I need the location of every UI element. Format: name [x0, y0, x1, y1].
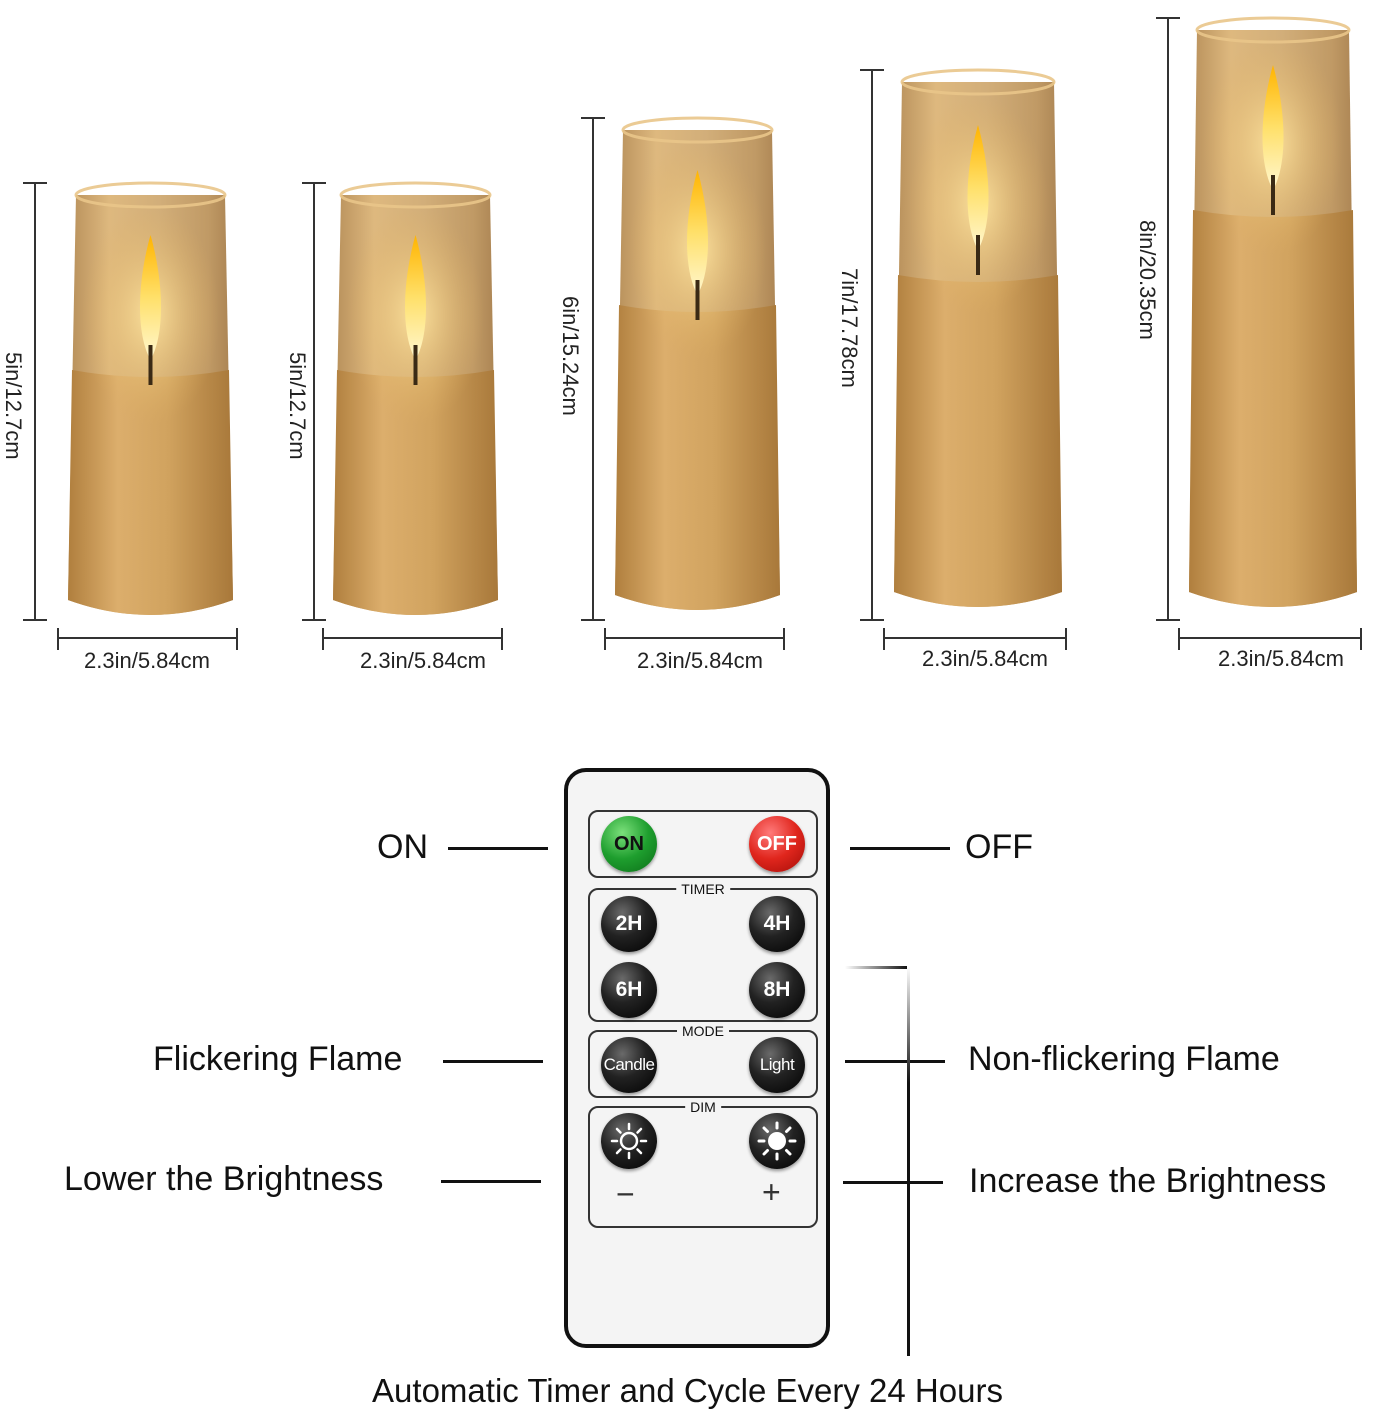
dim-up-button[interactable]: [749, 1113, 805, 1169]
candle-3-flame-icon: [687, 170, 708, 295]
candles-illustration: [23, 16, 1362, 650]
callout-on: ON: [377, 828, 428, 866]
candle-2-height-label: 5in/12.7cm: [285, 352, 310, 460]
candle-1-flame-icon: [140, 235, 161, 360]
callout-increase-line: [843, 1181, 943, 1184]
callout-on-line: [448, 847, 548, 850]
candle-mode-button[interactable]: Candle: [601, 1037, 657, 1093]
off-button[interactable]: OFF: [749, 816, 805, 872]
timer-2h-button[interactable]: 2H: [601, 896, 657, 952]
candle-2-flame-icon: [405, 235, 426, 360]
dim-title: DIM: [685, 1099, 721, 1115]
callout-non-flicker-line: [845, 1060, 945, 1063]
candle-5-height-label: 8in/20.35cm: [1135, 220, 1160, 340]
callout-off: OFF: [965, 828, 1033, 866]
candle-5-flame-icon: [1262, 65, 1284, 190]
mode-group: MODE Candle Light: [588, 1023, 818, 1098]
dim-down-button[interactable]: [601, 1113, 657, 1169]
timer-bracket-top: [845, 966, 907, 969]
callout-flicker: Flickering Flame: [153, 1040, 403, 1078]
candle-4-width-label: 2.3in/5.84cm: [922, 646, 1048, 671]
dim-plus-sign: +: [762, 1174, 781, 1210]
on-button[interactable]: ON: [601, 816, 657, 872]
candle-3-wax: [615, 305, 780, 610]
mode-title: MODE: [677, 1023, 729, 1039]
dim-group: DIM −: [588, 1099, 818, 1228]
dim-minus-sign: −: [616, 1176, 635, 1212]
timer-title: TIMER: [676, 881, 730, 897]
callout-flicker-line: [443, 1060, 543, 1063]
timer-bracket-vertical: [907, 966, 910, 1356]
candle-4-flame-icon: [967, 125, 989, 250]
remote-control: ON OFF TIMER 2H 4H 6H 8H MODE Candle Lig…: [564, 768, 830, 1348]
candle-4-wax: [894, 275, 1062, 607]
callout-increase: Increase the Brightness: [969, 1162, 1327, 1200]
sun-filled-icon: [757, 1121, 797, 1161]
candle-1-wax: [68, 370, 233, 615]
candle-1-rim: [74, 181, 227, 209]
candle-3-rim: [621, 116, 774, 144]
candle-2-rim: [339, 181, 492, 209]
candle-2-width-label: 2.3in/5.84cm: [360, 648, 486, 673]
timer-group: TIMER 2H 4H 6H 8H: [588, 881, 818, 1022]
timer-4h-button[interactable]: 4H: [749, 896, 805, 952]
power-group: ON OFF: [588, 810, 818, 878]
candle-4-rim: [900, 68, 1056, 96]
callout-non-flicker: Non-flickering Flame: [968, 1040, 1280, 1078]
callout-off-line: [850, 847, 950, 850]
candle-1-width-label: 2.3in/5.84cm: [84, 648, 210, 673]
candle-2-wax: [333, 370, 498, 615]
candle-3-height-label: 6in/15.24cm: [558, 296, 583, 416]
candle-1-height-label: 5in/12.7cm: [1, 352, 26, 460]
candle-3-width-label: 2.3in/5.84cm: [637, 648, 763, 673]
sun-outline-icon: [610, 1122, 648, 1160]
footer-caption: Automatic Timer and Cycle Every 24 Hours: [372, 1372, 1003, 1409]
candle-5-wax: [1189, 210, 1357, 607]
timer-6h-button[interactable]: 6H: [601, 962, 657, 1018]
callout-lower-line: [441, 1180, 541, 1183]
timer-8h-button[interactable]: 8H: [749, 962, 805, 1018]
candle-4-height-label: 7in/17.78cm: [837, 268, 862, 388]
callout-lower: Lower the Brightness: [64, 1160, 384, 1198]
light-mode-button[interactable]: Light: [749, 1037, 805, 1093]
candle-5-width-label: 2.3in/5.84cm: [1218, 646, 1344, 671]
candle-5-rim: [1195, 16, 1351, 44]
